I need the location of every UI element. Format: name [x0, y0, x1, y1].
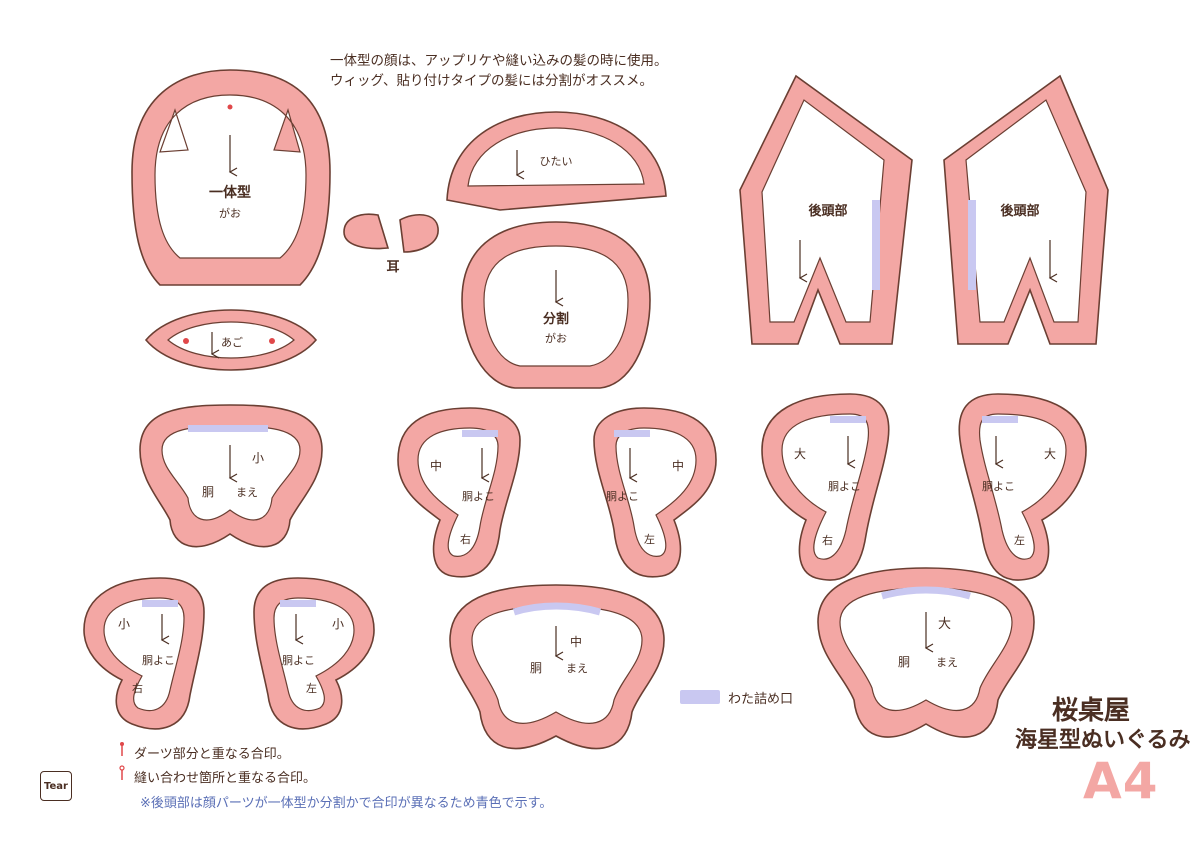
face-split-piece[interactable]: 分割 がお: [461, 221, 651, 389]
torso-large-left-side: 左: [1014, 534, 1025, 547]
legend-marks: [119, 742, 125, 780]
torso-small-front-front: まえ: [236, 486, 258, 499]
forehead-piece[interactable]: ひたい: [446, 111, 667, 211]
torso-small-right-label: 胴よこ: [142, 654, 175, 667]
chin-piece[interactable]: あご: [144, 309, 318, 371]
face-split-label: 分割: [543, 311, 569, 327]
legend-blue-note: ※後頭部は顔パーツが一体型か分割かで合印が異なるため青色で示す。: [140, 796, 553, 811]
stuffing-opening-label: わた詰め口: [728, 692, 794, 707]
legend-seam-mark: 縫い合わせ箇所と重なる合印。: [134, 771, 317, 786]
face-onepiece-label: 一体型: [209, 184, 251, 201]
torso-small-front-size: 小: [252, 451, 264, 465]
torso-large-right-piece[interactable]: 大 胴よこ 右: [761, 393, 890, 581]
torso-large-left-size: 大: [1044, 447, 1056, 461]
back-head-left-piece[interactable]: 後頭部: [739, 74, 913, 345]
torso-medium-front-front: まえ: [566, 662, 588, 675]
brand-name-line2: 海星型ぬいぐるみ: [1015, 728, 1191, 753]
paper-size-label: A4: [1083, 752, 1159, 810]
face-onepiece-piece[interactable]: 一体型 がお: [131, 69, 331, 286]
torso-large-right-label: 胴よこ: [828, 480, 861, 493]
torso-large-front-front: まえ: [936, 656, 958, 669]
torso-medium-right-label: 胴よこ: [462, 490, 495, 503]
torso-large-front-size: 大: [938, 617, 951, 632]
torso-small-left-piece[interactable]: 小 胴よこ 左: [253, 577, 375, 730]
legend-dart-mark: ダーツ部分と重なる合印。: [134, 747, 290, 762]
torso-small-front-label: 胴: [202, 485, 214, 499]
torso-medium-right-size: 中: [430, 458, 442, 473]
brand-logo: Tear: [40, 771, 72, 801]
torso-medium-left-size: 中: [672, 458, 684, 473]
torso-small-left-side: 左: [306, 682, 317, 695]
torso-large-front-piece[interactable]: 大 胴 まえ: [817, 567, 1035, 738]
torso-large-front-label: 胴: [898, 655, 910, 669]
chin-label: あご: [221, 335, 243, 349]
torso-small-right-side: 右: [132, 681, 143, 695]
torso-medium-front-piece[interactable]: 中 胴 まえ: [449, 584, 665, 750]
torso-small-right-piece[interactable]: 小 胴よこ 右: [83, 577, 205, 730]
back-head-right-label: 後頭部: [1000, 203, 1039, 219]
back-head-left-label: 後頭部: [808, 203, 847, 219]
torso-small-left-label: 胴よこ: [282, 654, 315, 667]
torso-medium-front-size: 中: [570, 634, 582, 649]
torso-medium-right-piece[interactable]: 中 胴よこ 右: [397, 407, 521, 578]
torso-medium-left-label: 胴よこ: [606, 490, 639, 503]
ear-label: 耳: [386, 260, 399, 275]
forehead-label: ひたい: [540, 155, 573, 168]
torso-large-right-size: 大: [794, 447, 806, 461]
header-note-line1: 一体型の顔は、アップリケや縫い込みの髪の時に使用。: [330, 53, 668, 69]
torso-large-right-side: 右: [822, 533, 833, 547]
torso-small-right-size: 小: [118, 617, 130, 631]
stuffing-opening-swatch: [680, 690, 720, 704]
face-onepiece-sublabel: がお: [219, 206, 241, 220]
brand-name-line1: 桜桌屋: [1052, 696, 1131, 726]
face-split-sublabel: がお: [545, 331, 567, 345]
torso-large-left-piece[interactable]: 大 胴よこ 左: [958, 393, 1087, 581]
torso-small-front-piece[interactable]: 小 胴 まえ: [139, 404, 323, 548]
torso-medium-left-piece[interactable]: 中 胴よこ 左: [593, 407, 717, 578]
torso-small-left-size: 小: [332, 617, 344, 631]
torso-medium-front-label: 胴: [530, 661, 542, 675]
torso-medium-left-side: 左: [644, 533, 655, 546]
ear-pieces[interactable]: 耳: [343, 213, 439, 275]
header-note-line2: ウィッグ、貼り付けタイプの髪には分割がオススメ。: [330, 73, 654, 89]
torso-large-left-label: 胴よこ: [982, 480, 1015, 493]
torso-medium-right-side: 右: [460, 532, 471, 546]
back-head-right-piece[interactable]: 後頭部: [943, 74, 1109, 345]
